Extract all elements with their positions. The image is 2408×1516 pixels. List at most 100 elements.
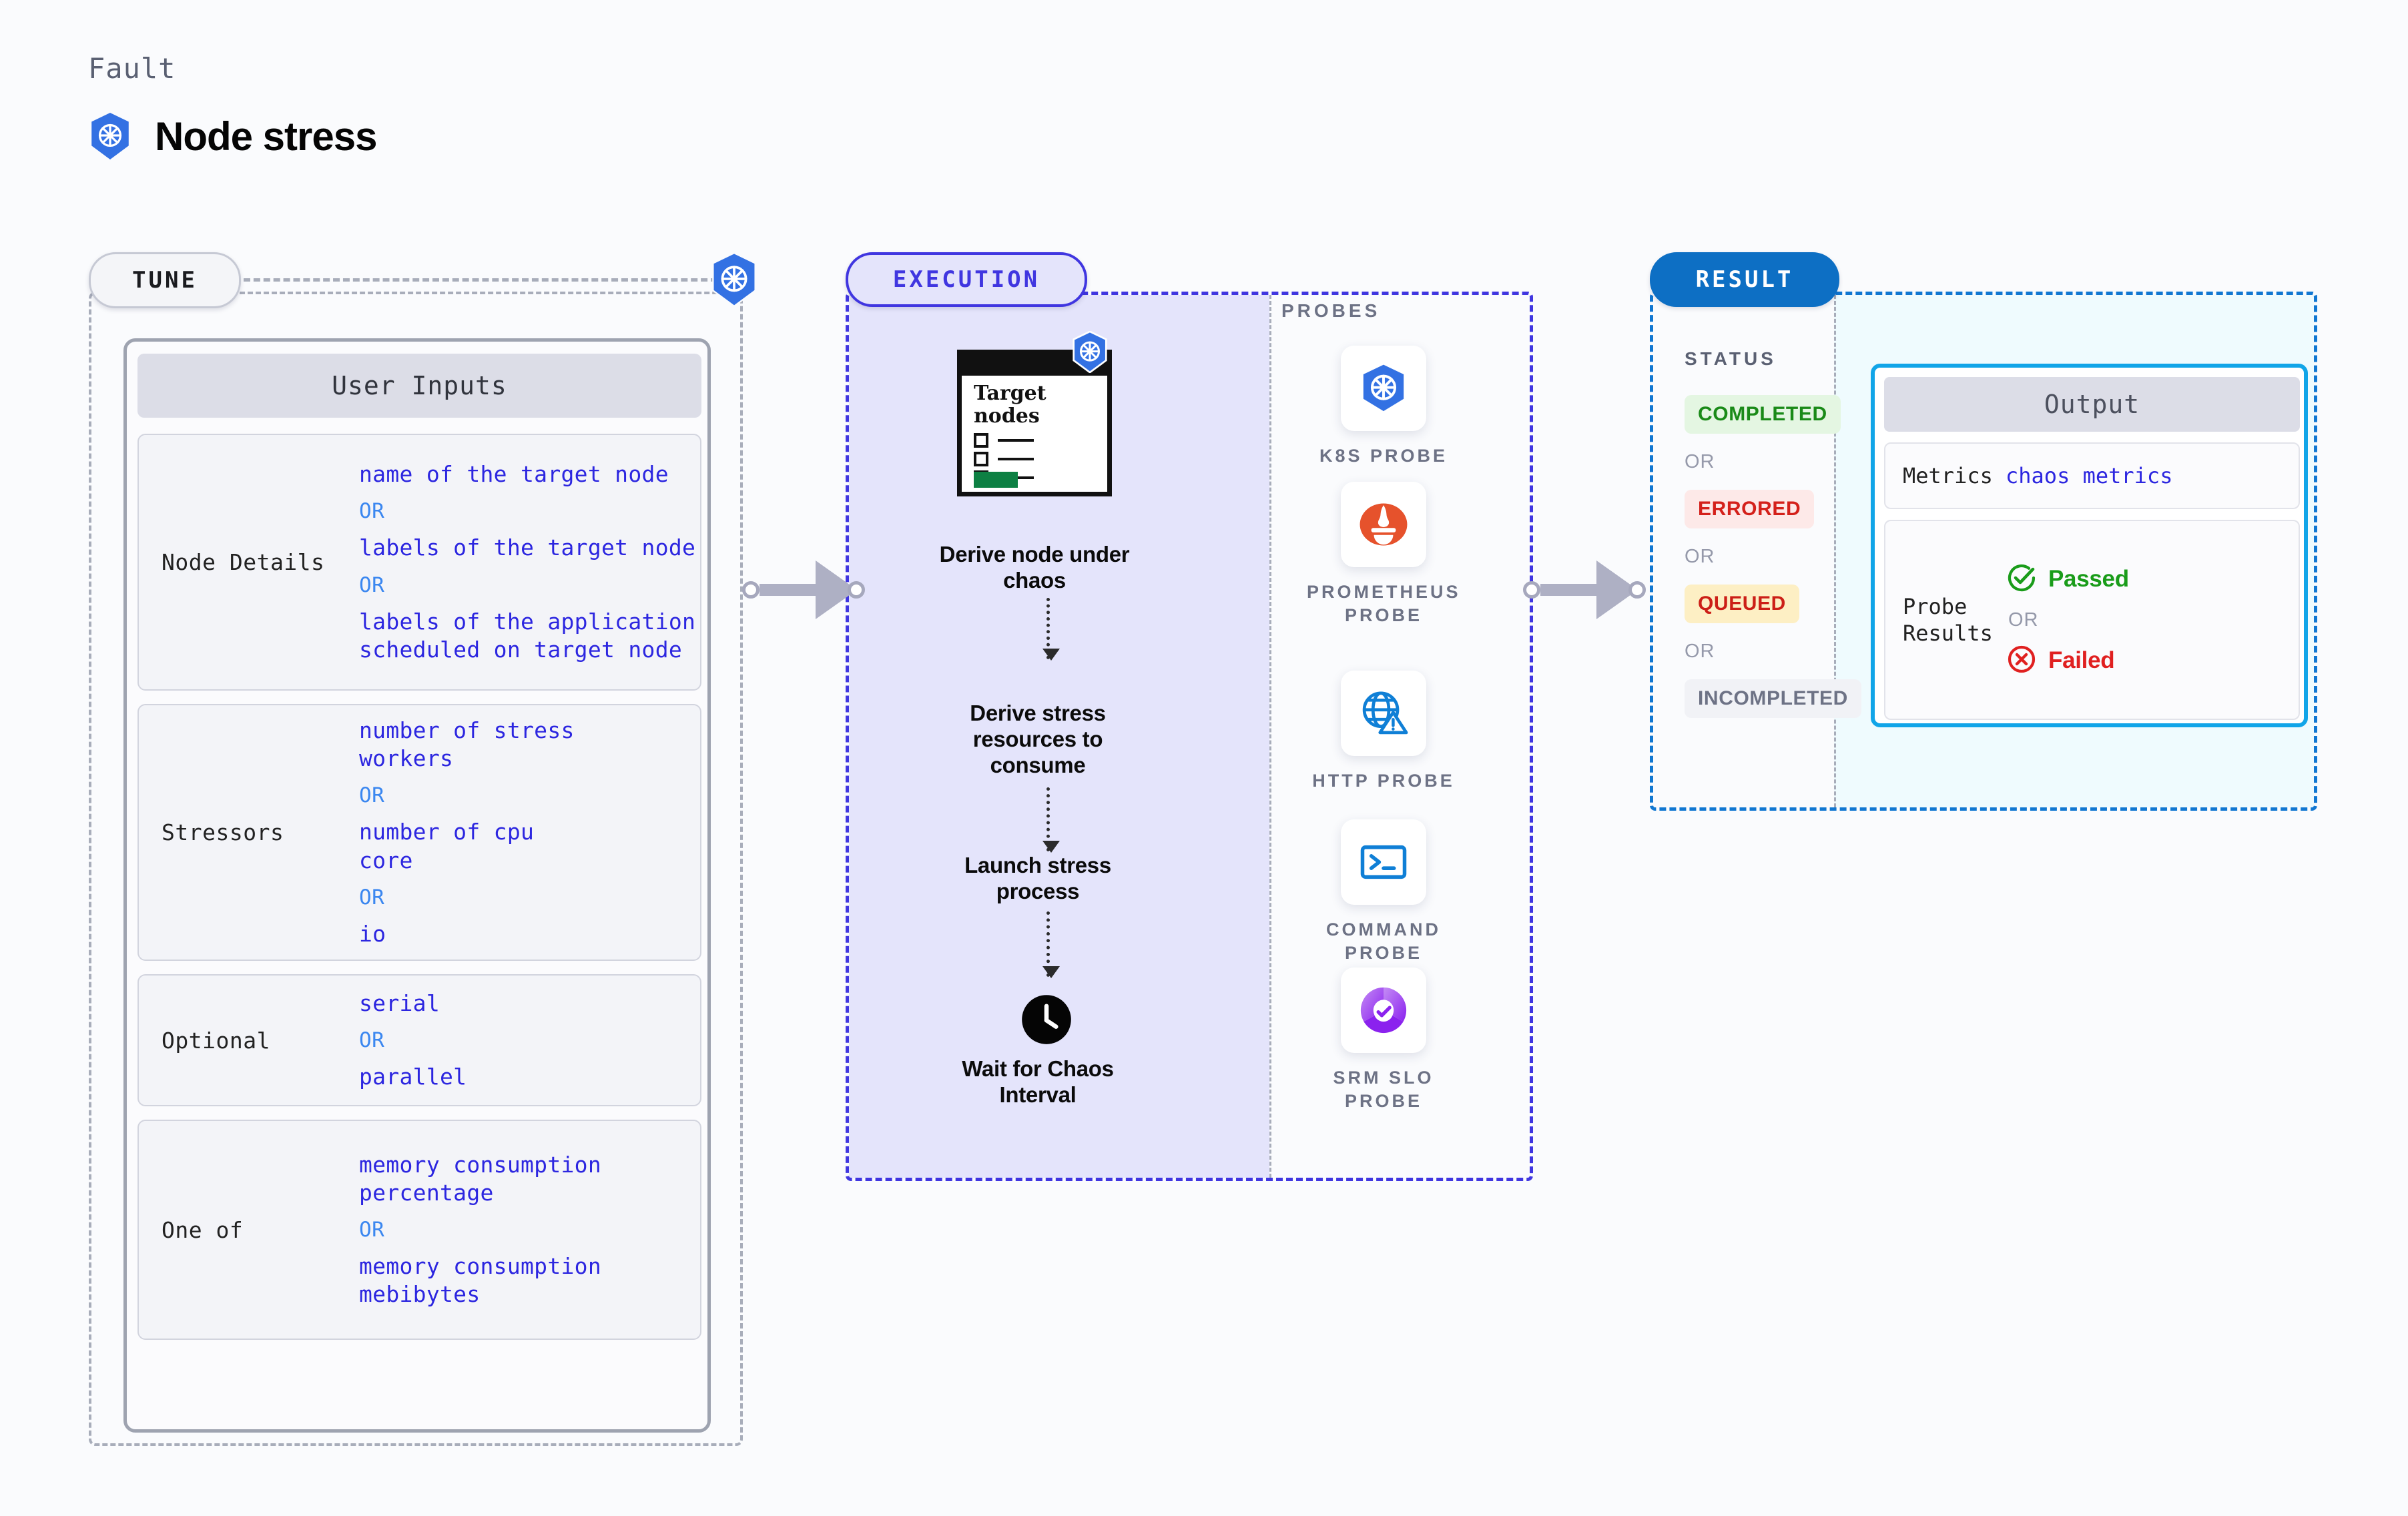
probe-label: HTTP PROBE [1312, 771, 1455, 791]
probes-divider [1269, 295, 1271, 1178]
probe-label: COMMAND PROBE [1326, 919, 1441, 964]
input-group-values: name of the target node OR labels of the… [359, 460, 700, 664]
checkbox-icon [974, 433, 988, 448]
globe-warning-icon [1341, 671, 1426, 756]
user-inputs-card: User Inputs Node Details name of the tar… [123, 338, 711, 1433]
kubernetes-icon [709, 252, 760, 307]
page-title: Node stress [155, 113, 377, 159]
connector-execution-to-result [1523, 560, 1646, 619]
input-option: serial [359, 990, 440, 1016]
connector-end-dot [848, 581, 865, 599]
probe-http[interactable]: HTTP PROBE [1307, 671, 1460, 793]
terminal-icon [1341, 819, 1426, 905]
probe-label: SRM SLO PROBE [1333, 1068, 1434, 1112]
fault-title-row: Node stress [88, 112, 377, 160]
output-row-metrics: Metrics chaos metrics [1884, 442, 2300, 509]
input-group-one-of[interactable]: One of memory consumption percentage OR … [137, 1120, 701, 1340]
probe-label: K8S PROBE [1319, 446, 1448, 466]
input-group-label: One of [162, 1216, 244, 1243]
connector-start-dot [742, 581, 760, 599]
connector-tune-to-execution [742, 560, 865, 619]
passed-label: Passed [2048, 566, 2129, 592]
tune-panel [89, 292, 743, 1446]
execution-panel [846, 292, 1533, 1181]
input-option: parallel [359, 1064, 467, 1090]
input-option: number of cpu core [359, 819, 535, 873]
input-option: number of stress workers [359, 717, 575, 772]
status-badge-completed: COMPLETED [1685, 395, 1841, 434]
or-separator: OR [1685, 641, 1715, 662]
checkbox-icon [974, 452, 988, 466]
input-group-values: number of stress workers OR number of cp… [359, 717, 700, 948]
or-separator: OR [359, 1218, 385, 1242]
probe-prometheus[interactable]: PROMETHEUS PROBE [1307, 482, 1460, 627]
kubernetes-icon [1341, 346, 1426, 431]
output-key: Probe Results [1903, 594, 1993, 646]
fault-kicker: Fault [88, 52, 176, 85]
probe-command[interactable]: COMMAND PROBE [1307, 819, 1460, 965]
status-badge-queued: QUEUED [1685, 585, 1799, 623]
execution-step-3: Launch stress process [964, 853, 1111, 903]
flow-arrow [1042, 787, 1060, 853]
execution-step-2: Derive stress resources to consume [970, 701, 1106, 777]
input-group-node-details[interactable]: Node Details name of the target node OR … [137, 434, 701, 691]
probes-label: PROBES [1281, 300, 1381, 321]
or-separator: OR [359, 783, 385, 808]
or-separator: OR [2008, 609, 2039, 631]
input-group-label: Stressors [162, 819, 284, 845]
probe-result-failed: Failed [2006, 643, 2129, 679]
tune-pill[interactable]: TUNE [89, 252, 241, 308]
list-item [974, 433, 1034, 448]
or-separator: OR [359, 1028, 385, 1052]
result-panel [1650, 292, 2317, 811]
or-separator: OR [1685, 451, 1715, 472]
execution-step-1: Derive node under chaos [939, 542, 1130, 593]
probe-result-passed: Passed [2006, 562, 2129, 597]
placeholder-line [998, 458, 1034, 460]
input-option: name of the target node [359, 461, 669, 488]
probe-result-values: Passed OR Failed [2006, 562, 2129, 679]
flow-arrow [1042, 911, 1060, 978]
status-badge-errored: ERRORED [1685, 490, 1815, 528]
status-label: STATUS [1685, 348, 1777, 369]
placeholder-line [998, 439, 1034, 442]
flow-arrow [1042, 598, 1060, 661]
kubernetes-icon [88, 112, 132, 160]
result-divider [1834, 295, 1836, 807]
clock-icon [1021, 994, 1072, 1048]
input-group-optional[interactable]: Optional serial OR parallel [137, 974, 701, 1106]
or-separator: OR [359, 885, 385, 909]
output-value: chaos metrics [2006, 463, 2173, 488]
slo-donut-check-icon [1341, 968, 1426, 1053]
or-separator: OR [359, 573, 385, 597]
input-group-stressors[interactable]: Stressors number of stress workers OR nu… [137, 704, 701, 961]
probe-srm-slo[interactable]: SRM SLO PROBE [1307, 968, 1460, 1113]
input-option: memory consumption mebibytes [359, 1253, 602, 1308]
progress-bar [974, 472, 1018, 488]
input-group-label: Optional [162, 1027, 270, 1054]
probe-k8s[interactable]: K8S PROBE [1307, 346, 1460, 468]
input-option: memory consumption percentage [359, 1151, 602, 1206]
x-circle-icon [2006, 643, 2038, 679]
or-separator: OR [359, 499, 385, 524]
or-separator: OR [1685, 546, 1715, 567]
input-group-label: Node Details [162, 549, 325, 575]
check-circle-icon [2006, 562, 2038, 597]
connector-end-dot [1628, 581, 1646, 599]
execution-step-4: Wait for Chaos Interval [962, 1056, 1114, 1107]
status-badge-incompleted: INCOMPLETED [1685, 679, 1861, 718]
connector-start-dot [1523, 581, 1540, 599]
input-option: labels of the application scheduled on t… [359, 608, 696, 663]
input-option: io [359, 920, 386, 947]
prometheus-icon [1341, 482, 1426, 567]
connector-bar [1540, 584, 1598, 596]
target-nodes-card: Target nodes [957, 331, 1112, 496]
output-key: Metrics [1903, 463, 1993, 488]
output-row-probe-results: Probe Results Passed OR [1884, 520, 2300, 720]
output-card: Output Metrics chaos metrics Probe Resul… [1871, 364, 2308, 727]
execution-pill[interactable]: EXECUTION [846, 252, 1087, 307]
input-group-values: memory consumption percentage OR memory … [359, 1151, 700, 1309]
result-pill[interactable]: RESULT [1650, 252, 1839, 307]
kubernetes-icon [1071, 331, 1109, 373]
list-item [974, 452, 1034, 466]
